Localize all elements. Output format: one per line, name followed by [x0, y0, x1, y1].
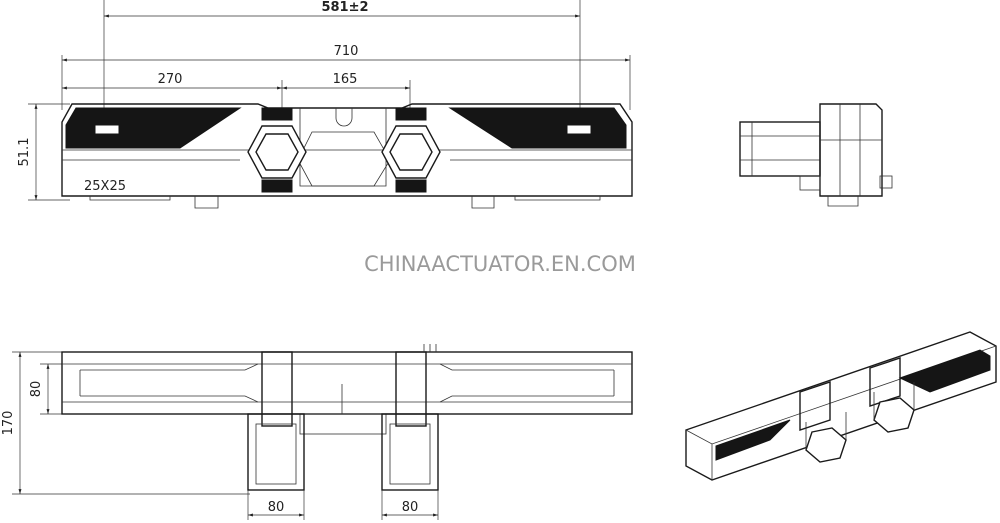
watermark: CHINAACTUATOR.EN.COM	[364, 252, 636, 276]
right-dark-panel	[448, 107, 627, 149]
dim-label-710: 710	[334, 44, 359, 59]
front-view: 581±2 710 270 165 51.1	[17, 0, 633, 209]
dim-label-170: 170	[1, 411, 16, 436]
dim-label-51-1: 51.1	[17, 138, 32, 167]
dimension-170: 170	[1, 351, 250, 495]
dimension-80-width: 80	[29, 363, 62, 415]
iso-right-dark-panel	[898, 349, 991, 393]
tube-section-label: 25X25	[84, 179, 126, 194]
isometric-view	[685, 331, 997, 481]
dim-label-80-left: 80	[268, 500, 285, 515]
dimension-165: 165	[282, 72, 411, 110]
dim-label-80-width: 80	[29, 381, 44, 398]
dim-label-581: 581±2	[321, 0, 368, 15]
dimension-270: 270	[62, 72, 283, 110]
side-view	[739, 103, 893, 207]
dimension-80-right-leg: 80	[381, 490, 439, 520]
left-dark-panel	[65, 107, 242, 149]
dimension-581: 581±2	[103, 0, 581, 120]
dimension-80-left-leg: 80	[247, 490, 305, 520]
iso-left-dark-panel	[715, 419, 791, 461]
dimension-51-1: 51.1	[17, 103, 70, 201]
dim-label-165: 165	[333, 72, 358, 87]
dim-label-270: 270	[158, 72, 183, 87]
dimension-710: 710	[61, 44, 631, 110]
dim-label-80-right: 80	[402, 500, 419, 515]
plan-view: 80 170 80	[1, 344, 633, 520]
left-hex-boss	[247, 107, 307, 193]
right-hex-boss	[381, 107, 441, 193]
